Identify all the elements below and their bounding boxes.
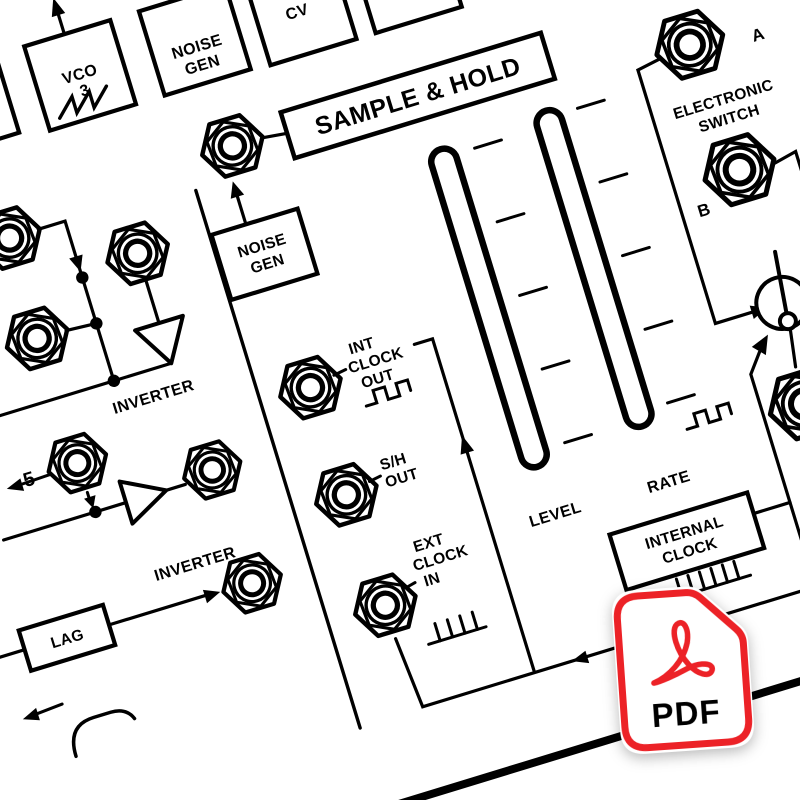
left-jack-1-icon (0, 199, 50, 278)
ext-clock-in-line3: IN (422, 570, 442, 591)
header-jack-connector (260, 131, 289, 140)
ext-clock-in-label: EXT CLOCK IN (411, 531, 471, 591)
level-label: LEVEL (527, 499, 583, 531)
acrobat-logo-icon (651, 620, 715, 686)
label-dash (332, 368, 348, 377)
sample-hold-input-jack-icon (192, 106, 273, 185)
switch-b-route-line (773, 149, 800, 296)
internal-clock-box: INTERNAL CLOCK (606, 489, 767, 593)
switch-a-label: A (749, 24, 766, 46)
int-clock-out-line1: INT (347, 334, 377, 358)
vco3-box: VCO 3 (21, 17, 139, 134)
inverter-top-label: INVERTER (111, 377, 196, 418)
noise-to-jack-line (235, 193, 247, 225)
inverter-bottom-output-line (164, 482, 187, 492)
lag-curve-icon (71, 709, 137, 759)
vco3-up-arrowhead-icon (51, 0, 66, 18)
left-jack-2-icon (0, 299, 78, 378)
noise-up-arrowhead-icon (230, 181, 245, 199)
pdf-badge-label: PDF (650, 693, 721, 735)
bus-down-arrowhead-icon (69, 254, 83, 272)
ext-clock-feed-line (394, 564, 800, 709)
left-arrowhead-icon (6, 478, 25, 491)
cv-box: CV (242, 0, 360, 68)
up-arrowhead-icon (460, 435, 475, 455)
clock-pulses-icon (427, 610, 488, 646)
int-clock-out-label: INT CLOCK OUT (346, 334, 406, 392)
inverter-top-output-line (0, 361, 173, 427)
label-dash (405, 581, 417, 589)
inverter-top-triangle-icon (133, 313, 185, 366)
rate-label: RATE (645, 468, 692, 497)
inverter-bottom-triangle-icon (117, 479, 169, 526)
junction-dot (76, 271, 89, 284)
switch-b-label: B (695, 200, 712, 222)
rate-slider-slot[interactable] (533, 106, 655, 431)
square-wave-icon (364, 378, 413, 408)
int-clock-out-jack-icon (270, 348, 351, 427)
input-5-left-line (18, 473, 52, 487)
up-right-arrowhead-icon (751, 334, 768, 356)
switch-a-route-line (635, 57, 754, 326)
inverter-top-jack-icon (97, 214, 178, 293)
inverter-bottom-jack-icon (174, 433, 250, 507)
top-box-partial-left (0, 45, 22, 162)
sample-hold-header-box (277, 29, 558, 162)
right-arrowhead-icon (202, 589, 221, 604)
sawtooth-wave-icon (58, 84, 109, 120)
label-dash (367, 474, 382, 483)
left-arrowhead-icon (571, 650, 590, 664)
lag-output-line (107, 594, 207, 627)
square-wave-icon (685, 401, 733, 431)
switch-a-jack-icon (645, 1, 734, 88)
switch-output-jack-icon (758, 359, 800, 449)
small-down-arrowhead-icon (84, 495, 96, 509)
vco3-arrow-line (56, 11, 66, 36)
left-arrowhead-icon (22, 707, 40, 721)
level-slider-ticks (473, 138, 593, 445)
section-divider-line (194, 188, 362, 730)
internal-clock-output-stub (752, 500, 792, 516)
sh-out-jack-icon (306, 455, 387, 534)
pdf-badge[interactable]: PDF (610, 583, 755, 756)
inverter-top-input-line (144, 280, 161, 325)
clock-drive-line (749, 350, 800, 589)
lag-input-line (0, 648, 27, 666)
bottom-left-line (34, 702, 64, 716)
noise-gen-mid-box: NOISE GEN (208, 205, 321, 303)
noise-gen-top-box: NOISE GEN (136, 0, 254, 99)
jack2-bus-connector (64, 321, 98, 333)
int-clock-bracket-line (412, 336, 536, 673)
input-5-jack-icon (39, 425, 116, 500)
level-slider-slot[interactable] (427, 145, 550, 471)
top-box-partial-right (347, 0, 465, 36)
ext-clock-in-jack-icon (345, 566, 426, 645)
cv-label: CV (284, 1, 311, 24)
electronic-switch-symbol-icon (754, 249, 800, 332)
inverter-bottom-input-line (2, 500, 128, 542)
switch-output-line (788, 327, 798, 369)
sh-out-label: S/H OUT (378, 450, 421, 491)
rate-slider-ticks (575, 98, 696, 405)
